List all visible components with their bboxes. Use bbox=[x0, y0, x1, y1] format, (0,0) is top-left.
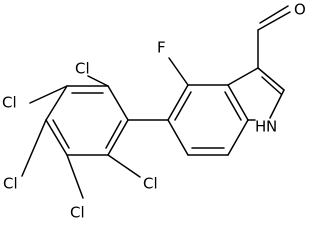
chlorine-label: Cl bbox=[75, 60, 90, 78]
bond bbox=[52, 119, 70, 149]
bond bbox=[224, 91, 242, 121]
chlorine-label: Cl bbox=[143, 175, 158, 193]
bond bbox=[269, 89, 285, 119]
bond bbox=[29, 85, 68, 104]
chlorine-label: Cl bbox=[2, 94, 17, 112]
bond bbox=[257, 67, 285, 91]
indole-n-label: N bbox=[266, 118, 277, 136]
bond bbox=[227, 67, 259, 86]
chlorine-bonds bbox=[21, 75, 141, 199]
pyrrole-ring bbox=[227, 67, 285, 121]
bond bbox=[107, 119, 129, 156]
pentachlorophenyl-ring bbox=[45, 85, 129, 156]
bond bbox=[107, 154, 141, 178]
bond bbox=[45, 119, 68, 156]
bond bbox=[227, 84, 249, 121]
molecule-drawing: F H N O Cl Cl Cl Cl Cl bbox=[2, 1, 306, 222]
bond bbox=[107, 85, 129, 121]
chlorine-label: Cl bbox=[3, 175, 18, 193]
bond bbox=[227, 119, 249, 156]
bond bbox=[21, 119, 47, 177]
bond bbox=[261, 76, 282, 95]
structure-canvas: F H N O Cl Cl Cl Cl Cl bbox=[2, 1, 306, 222]
indole-benzene-ring bbox=[167, 84, 249, 156]
bond bbox=[66, 154, 84, 199]
aldehyde-group bbox=[257, 5, 291, 69]
bond bbox=[105, 120, 122, 149]
fluorine-label: F bbox=[157, 39, 166, 57]
bond bbox=[167, 119, 189, 156]
bond bbox=[87, 75, 109, 87]
bond bbox=[174, 91, 192, 121]
chlorine-label: Cl bbox=[70, 204, 85, 222]
aldehyde-oxygen-label: O bbox=[294, 1, 306, 19]
fluorine-bond bbox=[168, 57, 189, 86]
bond bbox=[257, 11, 291, 31]
bond bbox=[167, 84, 189, 121]
bond bbox=[259, 5, 289, 24]
bond bbox=[45, 85, 68, 121]
indole-nh-h-label: H bbox=[255, 118, 266, 136]
